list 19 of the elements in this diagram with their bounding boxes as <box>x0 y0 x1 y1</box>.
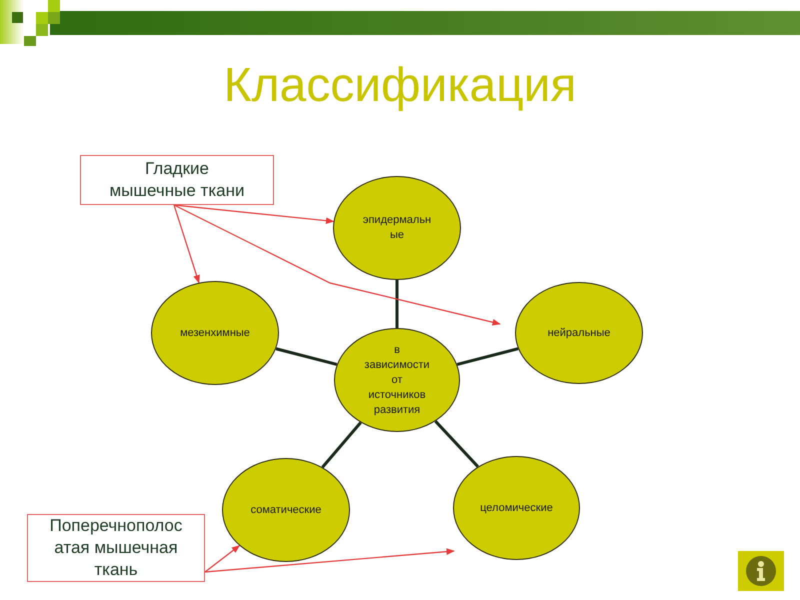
category-ellipse: нейральные <box>515 282 643 384</box>
category-ellipse: в зависимости от источников развития <box>334 328 460 432</box>
arrow <box>204 545 240 572</box>
arrow <box>173 204 200 284</box>
arrow <box>204 548 455 573</box>
category-ellipse: соматические <box>222 458 350 562</box>
connector-line <box>434 420 480 468</box>
connector-line <box>276 347 338 366</box>
arrow <box>174 204 501 326</box>
note-box: Поперечнополос атая мышечная ткань <box>27 514 205 582</box>
connector-line <box>456 347 518 366</box>
category-ellipse: мезенхимные <box>151 281 279 385</box>
title: Классификация <box>222 58 578 114</box>
category-ellipse: целомические <box>453 456 580 560</box>
note-box: Гладкие мышечные ткани <box>80 155 274 205</box>
connector-line <box>396 280 398 328</box>
connector-line <box>321 422 362 468</box>
category-ellipse: эпидермальн ые <box>333 176 461 280</box>
arrow <box>174 204 334 224</box>
